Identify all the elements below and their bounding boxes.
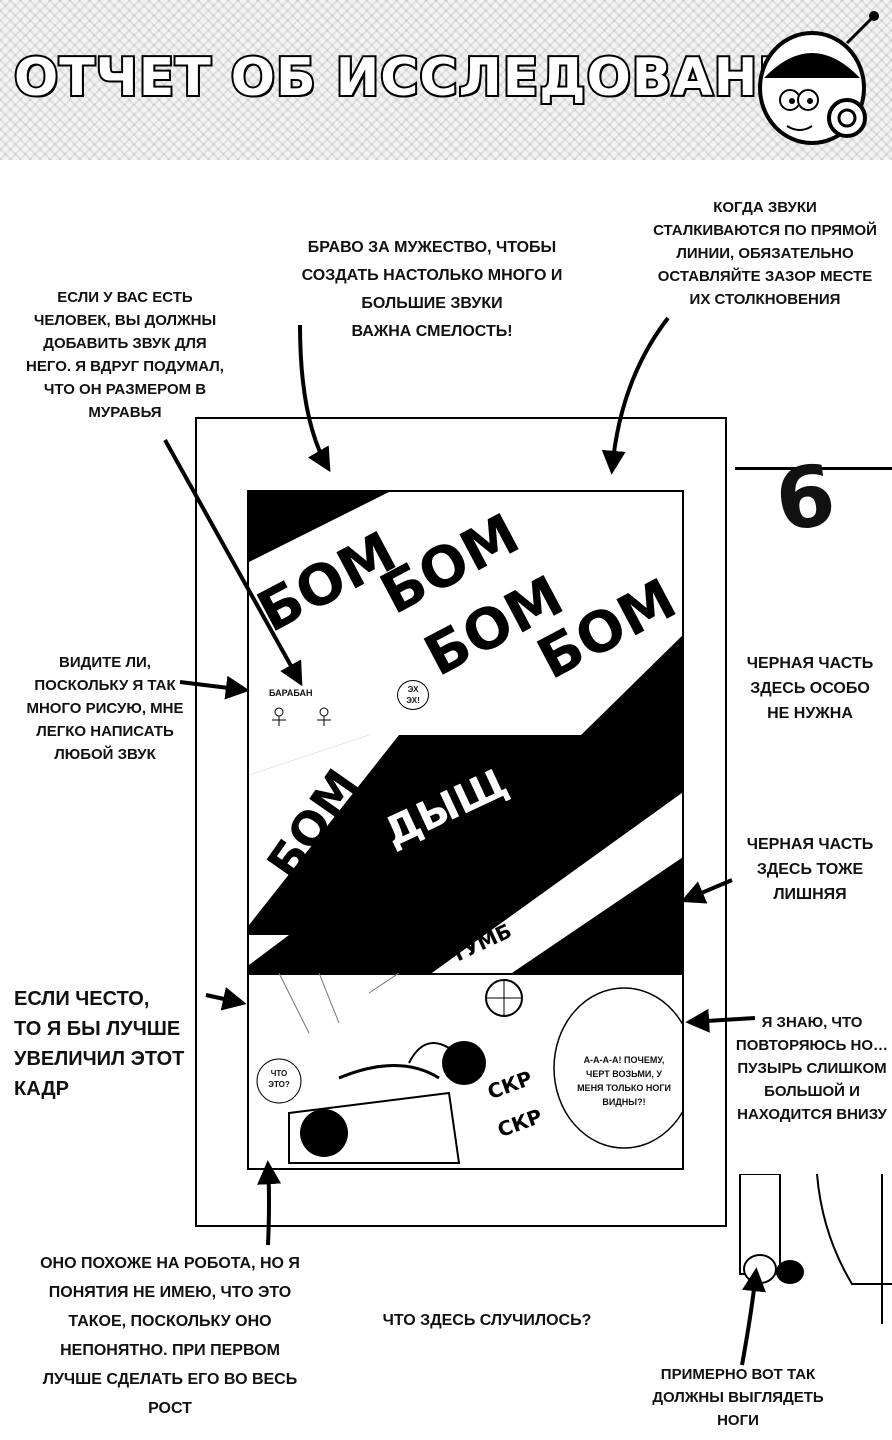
note-robot: ОНО ПОХОЖЕ НА РОБОТА, НО Я ПОНЯТИЯ НЕ ИМ… [40,1255,300,1417]
bubble-eh: ЭХ ЭХ! [397,680,429,710]
caption-drum: БАРАБАН [269,688,313,698]
feet-illustration [739,1174,892,1324]
note-honest: ЕСЛИ ЧЕСТО, ТО Я БЫ ЛУЧШЕ УВЕЛИЧИЛ ЭТОТ … [14,988,185,1100]
tiny-figures [272,707,331,726]
bubble-scream: А-А-А-А! ПОЧЕМУ, ЧЕРТ ВОЗЬМИ, У МЕНЯ ТОЛ… [577,1055,671,1107]
note-see: ВИДИТЕ ЛИ, ПОСКОЛЬКУ Я ТАК МНОГО РИСУЮ, … [26,654,184,763]
page-number-rule [735,467,892,470]
note-legs: ПРИМЕРНО ВОТ ТАК ДОЛЖНЫ ВЫГЛЯДЕТЬ НОГИ [652,1366,824,1429]
panel-2-white-bands [249,735,682,973]
note-bravo: БРАВО ЗА МУЖЕСТВО, ЧТОБЫ СОЗДАТЬ НАСТОЛЬ… [301,239,563,340]
comic-panel-2: БОМ БОМ ДЫЩ БОМ ТУМБ [249,735,682,975]
note-black-2: ЧЕРНАЯ ЧАСТЬ ЗДЕСЬ ТОЖЕ ЛИШНЯЯ [746,836,874,903]
bubble-what: ЧТО ЭТО? [268,1069,290,1089]
header-banner: ОТЧЕТ ОБ ИССЛЕДОВАНИИ [0,0,892,160]
note-collide: КОГДА ЗВУКИ СТАЛКИВАЮТСЯ ПО ПРЯМОЙ ЛИНИИ… [653,199,877,308]
note-repeat: Я ЗНАЮ, ЧТО ПОВТОРЯЮСЬ НО… ПУЗЫРЬ СЛИШКО… [735,1014,889,1123]
panel-3-sketch [256,973,682,1164]
page-title: ОТЧЕТ ОБ ИССЛЕДОВАНИИ [12,46,848,110]
comic-panel-1: БОМ БОМ БОМ БОМ БАРАБАН ЭХ ЭХ! [249,492,682,737]
note-person: ЕСЛИ У ВАС ЕСТЬ ЧЕЛОВЕК, ВЫ ДОЛЖНЫ ДОБАВ… [26,289,224,421]
note-black-1: ЧЕРНАЯ ЧАСТЬ ЗДЕСЬ ОСОБО НЕ НУЖНА [746,655,874,722]
mascot-headphones-illustration [758,11,879,145]
comic-panel-3: ЧТО ЭТО? А-А-А-А! ПОЧЕМУ, ЧЕРТ ВОЗЬМИ, У… [249,973,682,1168]
note-happened: ЧТО ЗДЕСЬ СЛУЧИЛОСЬ? [382,1312,592,1329]
page-number: 6 [769,445,841,551]
comic-page: БОМ БОМ БОМ БОМ БАРАБАН ЭХ ЭХ! БОМ БОМ Д… [247,490,684,1170]
